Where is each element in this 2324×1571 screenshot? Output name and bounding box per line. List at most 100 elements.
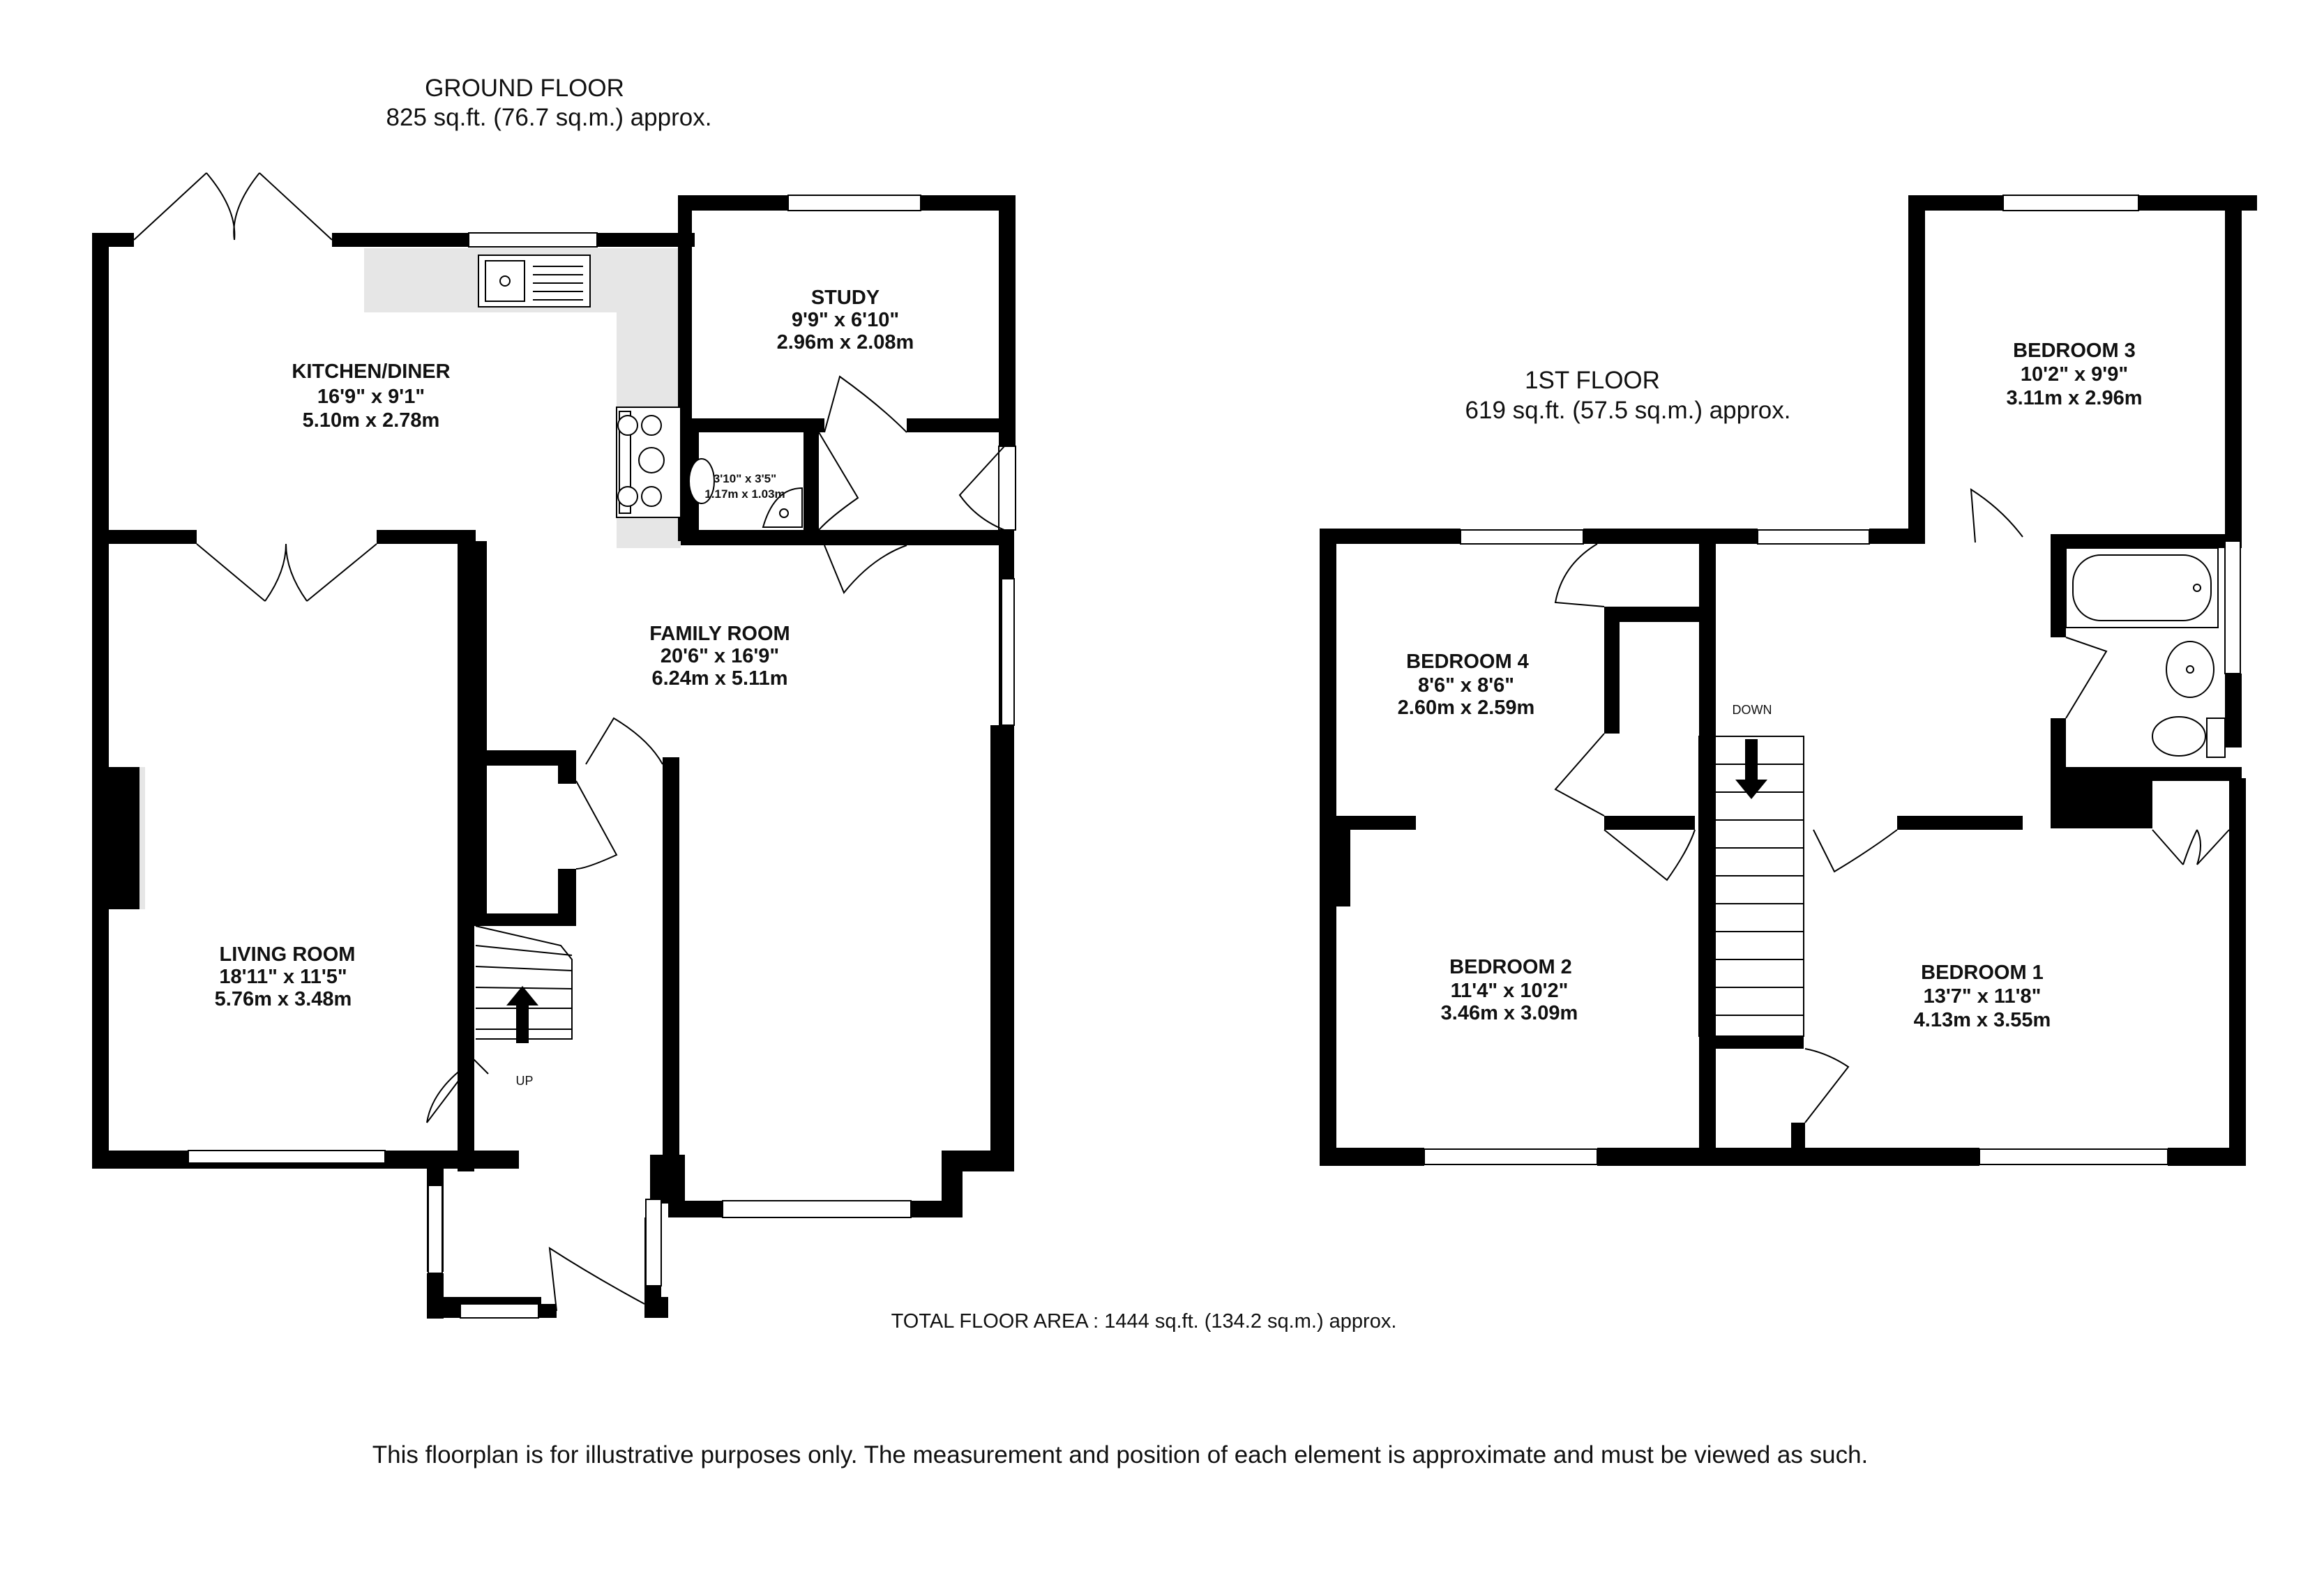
wall bbox=[1869, 529, 1925, 544]
wall bbox=[907, 418, 999, 432]
wall bbox=[650, 1155, 685, 1204]
svg-text:8'6" x 8'6": 8'6" x 8'6" bbox=[1418, 674, 1514, 697]
bath-drain bbox=[2193, 584, 2201, 592]
wall bbox=[1583, 529, 1758, 544]
wall bbox=[1320, 529, 1336, 1166]
hob-ring bbox=[638, 447, 665, 473]
first-floor-area: 619 sq.ft. (57.5 sq.m.) approx. bbox=[1465, 397, 1791, 424]
room-label-wc: 3'10" x 3'5" 1.17m x 1.03m bbox=[704, 472, 785, 501]
svg-text:3'10" x 3'5": 3'10" x 3'5" bbox=[714, 472, 776, 485]
svg-text:BEDROOM 1: BEDROOM 1 bbox=[1921, 962, 2044, 984]
room-label-kitchen: KITCHEN/DINER 16'9" x 9'1" 5.10m x 2.78m bbox=[292, 361, 450, 432]
staircase-up bbox=[475, 925, 573, 1043]
french-door bbox=[196, 543, 287, 602]
svg-text:3.46m x 3.09m: 3.46m x 3.09m bbox=[1441, 1002, 1578, 1024]
svg-text:1.17m x 1.03m: 1.17m x 1.03m bbox=[704, 487, 785, 501]
disclaimer: This floorplan is for illustrative purpo… bbox=[372, 1441, 1869, 1468]
door bbox=[585, 717, 663, 765]
door bbox=[575, 780, 618, 870]
door bbox=[1813, 829, 1898, 873]
room-label-family: FAMILY ROOM 20'6" x 16'9" 6.24m x 5.11m bbox=[649, 623, 790, 690]
first-floor-plan bbox=[1320, 195, 2257, 1166]
svg-text:4.13m x 3.55m: 4.13m x 3.55m bbox=[1914, 1009, 2051, 1031]
room-label-bedroom2: BEDROOM 2 11'4" x 10'2" 3.46m x 3.09m bbox=[1441, 956, 1578, 1024]
wall bbox=[663, 757, 679, 1158]
wall bbox=[471, 541, 487, 750]
window bbox=[188, 1150, 386, 1164]
room-label-study: STUDY 9'9" x 6'10" 2.96m x 2.08m bbox=[777, 287, 914, 354]
bath-inner bbox=[2072, 554, 2212, 621]
wall bbox=[2051, 767, 2242, 781]
svg-text:2.96m x 2.08m: 2.96m x 2.08m bbox=[777, 331, 914, 354]
total-floor-area: TOTAL FLOOR AREA : 1444 sq.ft. (134.2 sq… bbox=[891, 1310, 1397, 1333]
wall bbox=[538, 1304, 557, 1318]
window bbox=[2002, 195, 2139, 211]
fireplace-hearth bbox=[139, 767, 145, 909]
hob-ring bbox=[641, 486, 662, 507]
door bbox=[426, 1058, 489, 1123]
svg-text:13'7" x 11'8": 13'7" x 11'8" bbox=[1924, 985, 2042, 1008]
door bbox=[818, 432, 859, 531]
wall bbox=[2229, 778, 2246, 1166]
wall bbox=[999, 195, 1016, 446]
hob-ring bbox=[641, 415, 662, 436]
wardrobe-door bbox=[2196, 829, 2230, 865]
wall bbox=[1336, 830, 1350, 906]
wall bbox=[803, 418, 819, 541]
wall bbox=[1699, 1036, 1804, 1049]
window bbox=[998, 446, 1016, 531]
svg-text:11'4" x 10'2": 11'4" x 10'2" bbox=[1451, 980, 1569, 1002]
basin-drain bbox=[779, 508, 789, 518]
room-label-bedroom4: BEDROOM 4 8'6" x 8'6" 2.60m x 2.59m bbox=[1398, 651, 1535, 719]
wall bbox=[2225, 674, 2242, 747]
door bbox=[824, 375, 907, 433]
wall bbox=[92, 233, 109, 1167]
wall bbox=[1897, 816, 2023, 830]
svg-text:18'11" x 11'5": 18'11" x 11'5" bbox=[219, 966, 347, 988]
wall bbox=[990, 725, 1014, 1171]
door bbox=[1804, 1048, 1850, 1123]
basin-drain bbox=[2186, 665, 2194, 674]
wall bbox=[377, 530, 476, 544]
svg-text:BEDROOM 3: BEDROOM 3 bbox=[2013, 340, 2136, 362]
svg-text:LIVING ROOM: LIVING ROOM bbox=[220, 943, 356, 966]
wall bbox=[1320, 529, 1461, 544]
svg-text:STUDY: STUDY bbox=[811, 287, 880, 309]
draining-board bbox=[533, 266, 583, 301]
window bbox=[428, 1185, 443, 1274]
wall bbox=[2051, 534, 2066, 637]
first-floor-title: 1ST FLOOR bbox=[1525, 367, 1660, 394]
hob-ring bbox=[617, 486, 638, 507]
wall bbox=[2051, 778, 2152, 828]
room-label-bedroom1: BEDROOM 1 13'7" x 11'8" 4.13m x 3.55m bbox=[1914, 962, 2051, 1031]
wall bbox=[1908, 195, 1925, 534]
ground-floor-area: 825 sq.ft. (76.7 sq.m.) approx. bbox=[386, 104, 712, 131]
svg-text:10'2" x 9'9": 10'2" x 9'9" bbox=[2021, 363, 2128, 386]
svg-text:KITCHEN/DINER: KITCHEN/DINER bbox=[292, 361, 450, 383]
window bbox=[1424, 1148, 1598, 1165]
door bbox=[1554, 543, 1605, 607]
window bbox=[1757, 529, 1870, 545]
wall bbox=[471, 750, 576, 766]
door bbox=[824, 545, 907, 594]
window bbox=[1001, 578, 1015, 726]
toilet bbox=[2152, 716, 2206, 757]
toilet bbox=[688, 458, 715, 504]
wall bbox=[558, 764, 576, 784]
wall bbox=[471, 750, 487, 925]
french-door bbox=[285, 543, 377, 602]
ground-floor-plan bbox=[92, 172, 1016, 1319]
wall bbox=[1699, 1148, 1818, 1166]
sink-drain bbox=[499, 275, 511, 287]
french-door bbox=[133, 172, 236, 241]
window bbox=[468, 232, 598, 248]
wall bbox=[1604, 607, 1716, 622]
room-label-bedroom3: BEDROOM 3 10'2" x 9'9" 3.11m x 2.96m bbox=[2006, 340, 2142, 409]
corner-basin bbox=[762, 487, 803, 528]
door bbox=[2065, 637, 2108, 719]
window bbox=[1979, 1148, 2168, 1165]
window bbox=[722, 1200, 912, 1218]
wall bbox=[1604, 816, 1695, 830]
wall bbox=[2225, 195, 2242, 541]
